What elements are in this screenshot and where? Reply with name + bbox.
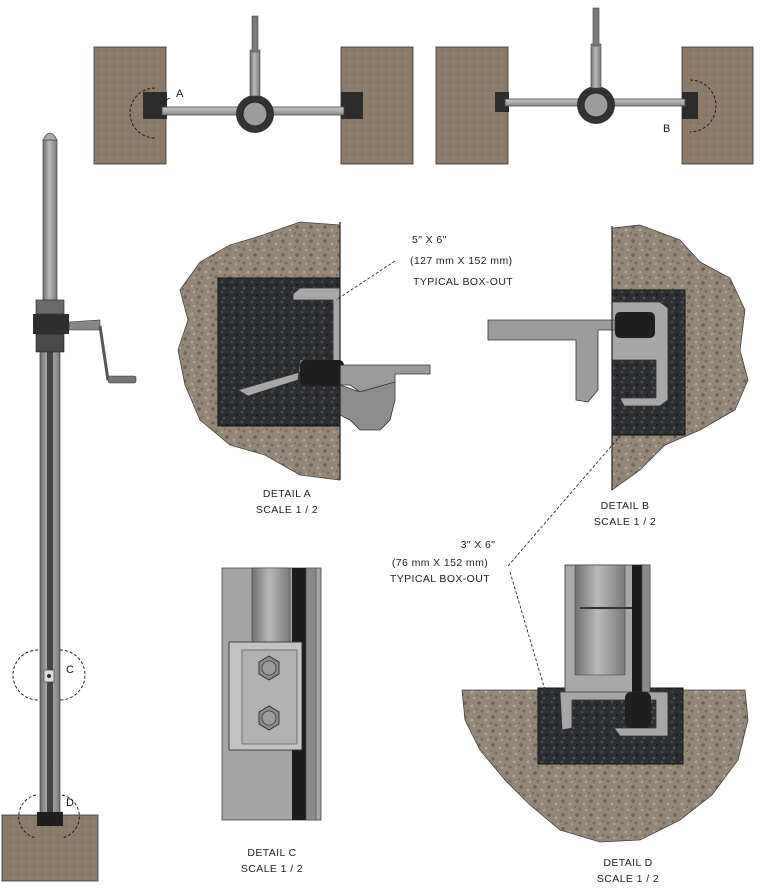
box-out-large-line1: 5" X 6" bbox=[412, 234, 447, 246]
callout-label-a: A bbox=[176, 88, 184, 100]
detail-c-scale: SCALE 1 / 2 bbox=[241, 863, 303, 875]
box-out-note-large: 5" X 6" (127 mm X 152 mm) TYPICAL BOX-OU… bbox=[335, 234, 513, 301]
detail-d bbox=[461, 564, 749, 843]
upper-post bbox=[42, 139, 58, 301]
callout-label-b: B bbox=[663, 123, 670, 135]
post-elevation: C D bbox=[1, 132, 137, 882]
box-out-small-line2: (76 mm X 152 mm) bbox=[392, 557, 488, 569]
detail-b-title: DETAIL B bbox=[601, 500, 650, 512]
box-out-right bbox=[341, 92, 363, 119]
detail-b-scale: SCALE 1 / 2 bbox=[594, 516, 656, 528]
callout-label-d: D bbox=[66, 797, 74, 809]
box-out-small-line3: TYPICAL BOX-OUT bbox=[390, 573, 490, 585]
callout-arc-c bbox=[59, 649, 86, 701]
callout-arc-b bbox=[689, 79, 717, 133]
crank-handle-grip bbox=[107, 375, 137, 384]
callout-arc-a bbox=[129, 87, 156, 139]
hinge-bushing-d bbox=[625, 692, 651, 728]
box-out-large-line2: (127 mm X 152 mm) bbox=[410, 255, 513, 267]
callout-label-c: C bbox=[66, 664, 74, 676]
plan-view-right: B bbox=[435, 7, 754, 165]
embedded-channel-d bbox=[559, 691, 669, 737]
gate-leaf-b bbox=[487, 319, 616, 403]
gearbox-housing bbox=[33, 314, 69, 334]
leader-line-d bbox=[509, 571, 546, 691]
crank-shaft bbox=[590, 43, 602, 89]
box-out-small-line1: 3" X 6" bbox=[461, 539, 496, 551]
crank-handle-arm bbox=[68, 319, 101, 331]
box-out-grout-a bbox=[217, 277, 341, 427]
plan-view-left: A bbox=[93, 15, 414, 165]
seal-strip-d bbox=[632, 565, 642, 695]
crank-shaft bbox=[249, 49, 261, 97]
leader-line-b bbox=[507, 435, 621, 567]
detail-d-title: DETAIL D bbox=[603, 857, 652, 869]
detail-a-title: DETAIL A bbox=[263, 488, 311, 500]
footing-block bbox=[1, 814, 99, 882]
detail-d-scale: SCALE 1 / 2 bbox=[597, 873, 659, 885]
detail-a-scale: SCALE 1 / 2 bbox=[256, 504, 318, 516]
detail-a bbox=[177, 221, 431, 481]
box-out-note-small: 3" X 6" (76 mm X 152 mm) TYPICAL BOX-OUT bbox=[390, 435, 621, 691]
hinge-bushing-b bbox=[615, 312, 655, 338]
detail-b bbox=[487, 224, 749, 491]
gearbox-top bbox=[35, 299, 65, 315]
detail-c-title: DETAIL C bbox=[247, 847, 296, 859]
box-out-large-line3: TYPICAL BOX-OUT bbox=[413, 276, 513, 288]
detail-c bbox=[221, 567, 322, 821]
callout-arc-d bbox=[61, 794, 80, 839]
hinge-bushing-a bbox=[300, 360, 344, 386]
box-out-right bbox=[682, 92, 698, 119]
leader-line-a bbox=[335, 260, 396, 301]
